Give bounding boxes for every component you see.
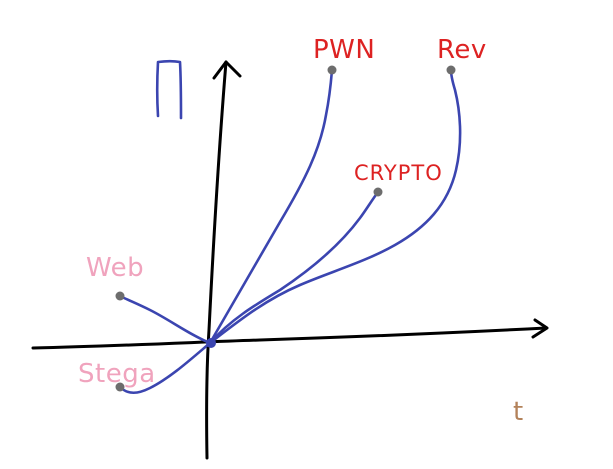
endpoint-dot-rev	[446, 65, 456, 75]
endpoint-dot-web	[115, 291, 125, 301]
x-axis-symbol: t	[513, 397, 524, 427]
y-axis	[205, 60, 242, 460]
endpoints	[115, 65, 456, 392]
y-axis-line	[205, 60, 228, 460]
y-axis-arrowhead	[212, 60, 242, 80]
x-axis-arrowhead	[531, 318, 549, 339]
label-crypto: CRYPTO	[354, 161, 443, 185]
endpoint-dot-pwn	[327, 65, 337, 75]
curve-pwn	[208, 68, 334, 345]
y-axis-symbol-pi	[155, 59, 183, 120]
curve-crypto	[208, 190, 380, 345]
x-axis	[31, 318, 549, 350]
origin-dot	[206, 338, 216, 348]
endpoint-dot-crypto	[373, 187, 383, 197]
x-axis-line	[31, 326, 548, 350]
label-pwn: PWN	[313, 35, 375, 65]
curve-stega	[118, 341, 212, 395]
curves-group	[118, 68, 462, 395]
curve-rev	[208, 68, 462, 345]
curve-web	[118, 294, 212, 345]
label-stega: Stega	[78, 359, 156, 389]
label-rev: Rev	[437, 35, 487, 65]
endpoint-dot-stega	[115, 382, 125, 392]
label-web: Web	[86, 253, 144, 283]
